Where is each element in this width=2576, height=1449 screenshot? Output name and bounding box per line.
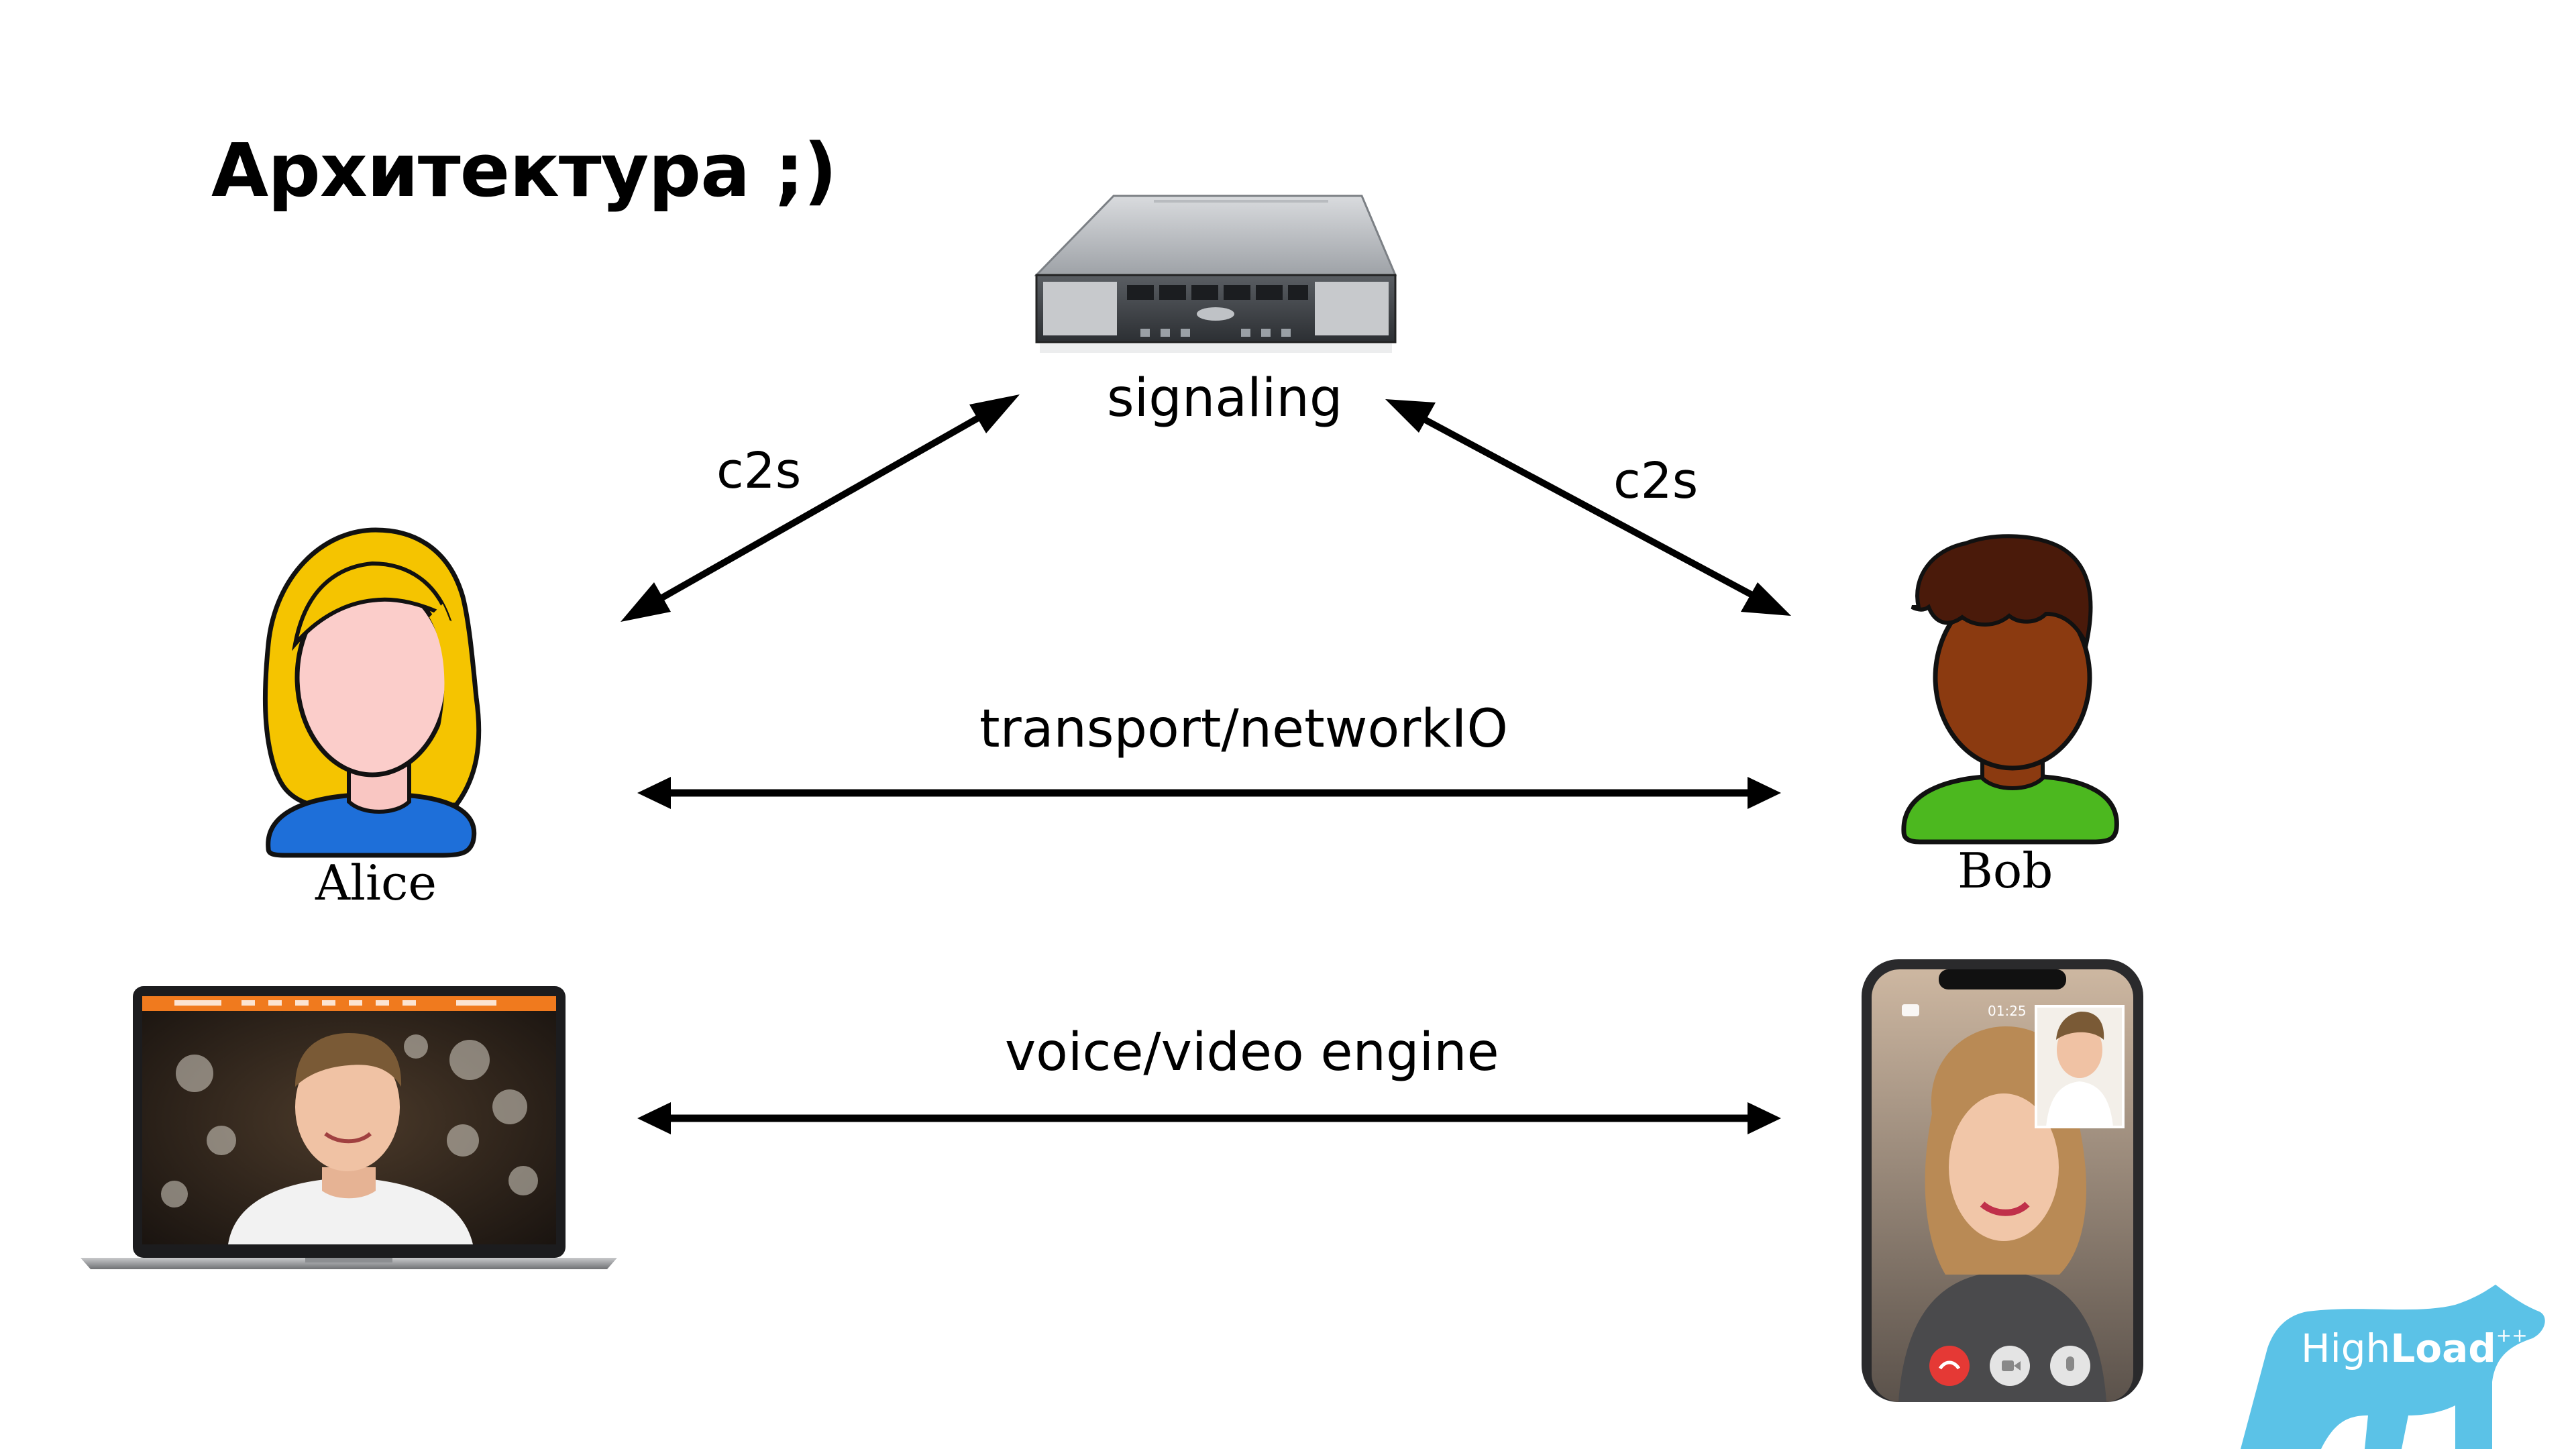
c2s-label-right: c2s	[1613, 452, 1699, 510]
svg-text:HighLoad++: HighLoad++	[2301, 1324, 2528, 1371]
logo-suffix: ++	[2496, 1324, 2528, 1346]
c2s-label-left: c2s	[716, 442, 802, 500]
bob-label: Bob	[1957, 843, 2053, 899]
logo-text-bold: Load	[2390, 1326, 2496, 1371]
alice-label: Alice	[315, 855, 437, 911]
signaling-label: signaling	[1107, 368, 1343, 429]
arrow-signaling-bob	[1385, 399, 1791, 616]
transport-label: transport/networkIO	[979, 699, 1508, 759]
arrow-transport	[637, 777, 1781, 809]
voice-video-label: voice/video engine	[1005, 1022, 1499, 1083]
arrow-media	[637, 1102, 1781, 1134]
arrow-alice-signaling	[621, 394, 1020, 622]
slide-title: Архитектура ;)	[211, 127, 837, 213]
call-timer: 01:25	[1988, 1003, 2027, 1019]
logo-text-light: High	[2301, 1326, 2390, 1371]
